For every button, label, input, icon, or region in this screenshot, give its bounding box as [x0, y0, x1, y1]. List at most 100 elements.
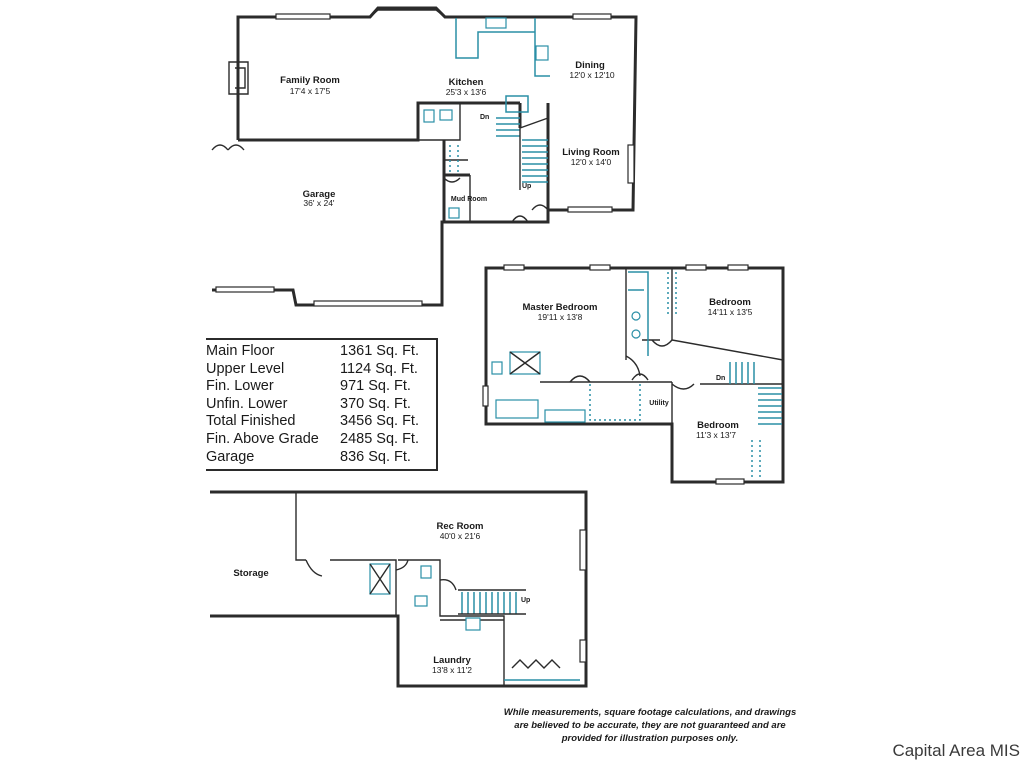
kitchen-label: Kitchen	[449, 77, 484, 88]
bedroom-2-label: Bedroom	[697, 420, 739, 431]
hall-bath	[628, 271, 649, 356]
window	[275, 13, 331, 20]
lower-toilet	[414, 595, 428, 607]
sqft-value: 370 Sq. Ft.	[340, 395, 411, 412]
dining-label: Dining	[575, 60, 605, 71]
sqft-label: Upper Level	[206, 360, 285, 377]
bedroom-1-label: Bedroom	[709, 297, 751, 308]
sqft-label: Fin. Lower	[206, 378, 274, 395]
mud-room-walls	[444, 173, 550, 224]
garage-door-2	[313, 300, 423, 307]
sqft-row: Total Finished 3456 Sq. Ft.	[206, 413, 428, 431]
upper-level-plan: Master Bedroom 19'11 x 13'8 Bedroom 14'1…	[482, 264, 785, 485]
window	[685, 264, 707, 271]
main-stairs-down-label: Dn	[480, 114, 489, 121]
hall-sink-2	[631, 329, 641, 339]
lower-level-plan: Rec Room 40'0 x 21'6 Storage Laundry 13'…	[210, 490, 588, 688]
main-stairs	[496, 117, 549, 190]
closet-bedroom	[667, 272, 677, 316]
closet-master	[589, 384, 641, 421]
upper-stairs	[729, 362, 782, 425]
sqft-value: 1124 Sq. Ft.	[340, 360, 418, 377]
living-room-dims: 12'0 x 14'0	[571, 157, 612, 167]
lower-stairs	[458, 589, 526, 615]
door-swing	[569, 339, 695, 390]
window	[482, 385, 489, 407]
family-room-walls	[236, 6, 638, 212]
window	[567, 206, 613, 213]
bedroom-1-dims: 14'11 x 13'5	[708, 307, 753, 317]
family-room-label: Family Room	[280, 75, 340, 86]
hall-sink-1	[631, 311, 641, 321]
laundry-dims: 13'8 x 11'2	[432, 665, 472, 675]
storage-label: Storage	[233, 568, 268, 579]
powder-sink	[439, 109, 453, 121]
upper-stairs-down-label: Dn	[716, 375, 725, 382]
rec-room-label: Rec Room	[437, 521, 484, 532]
shower-x	[509, 351, 541, 375]
dining-dims: 12'0 x 12'10	[569, 70, 615, 80]
closet-bedroom-2	[751, 440, 761, 478]
master-bedroom-label: Master Bedroom	[523, 302, 598, 313]
laundry-bifold	[511, 659, 561, 669]
sqft-row: Fin. Above Grade 2485 Sq. Ft.	[206, 431, 428, 449]
sqft-row: Unfin. Lower 370 Sq. Ft.	[206, 396, 428, 414]
sqft-label: Main Floor	[206, 343, 275, 359]
bay-window	[369, 9, 446, 18]
main-stairs-up-label: Up	[522, 183, 531, 190]
main-floor-plan: Family Room 17'4 x 17'5 Kitchen 25'3 x 1…	[211, 6, 638, 307]
patio-door	[211, 144, 245, 151]
fireplace	[228, 61, 249, 95]
kitchen-counter	[455, 18, 550, 77]
window	[627, 144, 635, 184]
kitchen-dims: 25'3 x 13'6	[446, 87, 487, 97]
window	[503, 264, 525, 271]
door-swing	[443, 177, 549, 223]
powder-room-wall	[417, 103, 461, 141]
master-bedroom-dims: 19'11 x 13'8	[538, 312, 583, 322]
sqft-value: 836 Sq. Ft.	[340, 448, 411, 465]
garage-label: Garage	[303, 189, 336, 200]
furnace-x	[369, 563, 391, 595]
window	[579, 639, 587, 663]
sqft-value: 1361 Sq. Ft.	[340, 343, 419, 359]
door-swing	[305, 559, 457, 591]
window	[589, 264, 611, 271]
sqft-label: Total Finished	[206, 413, 296, 430]
laundry-tub	[465, 617, 481, 631]
garage-door-1	[215, 286, 275, 293]
powder-toilet	[423, 109, 435, 123]
lower-outer-walls	[210, 490, 588, 688]
sqft-label: Garage	[206, 448, 255, 465]
window	[579, 529, 587, 571]
disclaimer-text: While measurements, square footage calcu…	[503, 707, 797, 744]
family-room-south-wall	[238, 101, 520, 142]
watermark: Capital Area MIS	[892, 741, 1020, 760]
garage-walls	[212, 140, 446, 307]
square-footage-table: Main Floor 1361 Sq. Ft. Upper Level 1124…	[206, 338, 438, 471]
sqft-row: Fin. Lower 971 Sq. Ft.	[206, 378, 428, 396]
living-room-label: Living Room	[562, 147, 620, 158]
storage-wall	[295, 492, 397, 616]
sqft-value: 2485 Sq. Ft.	[340, 430, 419, 447]
sqft-value: 3456 Sq. Ft.	[340, 413, 419, 430]
sqft-row: Main Floor 1361 Sq. Ft.	[206, 343, 428, 361]
mud-room-box	[448, 207, 460, 219]
family-room-dims: 17'4 x 17'5	[290, 86, 331, 96]
mud-room-bench	[449, 145, 459, 172]
vanity	[544, 409, 586, 423]
mud-room-inner	[444, 159, 471, 222]
window	[727, 264, 749, 271]
range	[535, 45, 549, 61]
sqft-label: Fin. Above Grade	[206, 430, 319, 447]
bathtub	[495, 399, 539, 419]
rec-room-dims: 40'0 x 21'6	[440, 531, 481, 541]
master-toilet	[491, 361, 503, 375]
sqft-label: Unfin. Lower	[206, 395, 288, 412]
sqft-row: Upper Level 1124 Sq. Ft.	[206, 361, 428, 379]
lower-stairs-up-label: Up	[521, 597, 530, 604]
window	[572, 13, 612, 20]
bedroom-2-dims: 11'3 x 13'7	[696, 430, 736, 440]
mud-room-label: Mud Room	[451, 196, 487, 203]
